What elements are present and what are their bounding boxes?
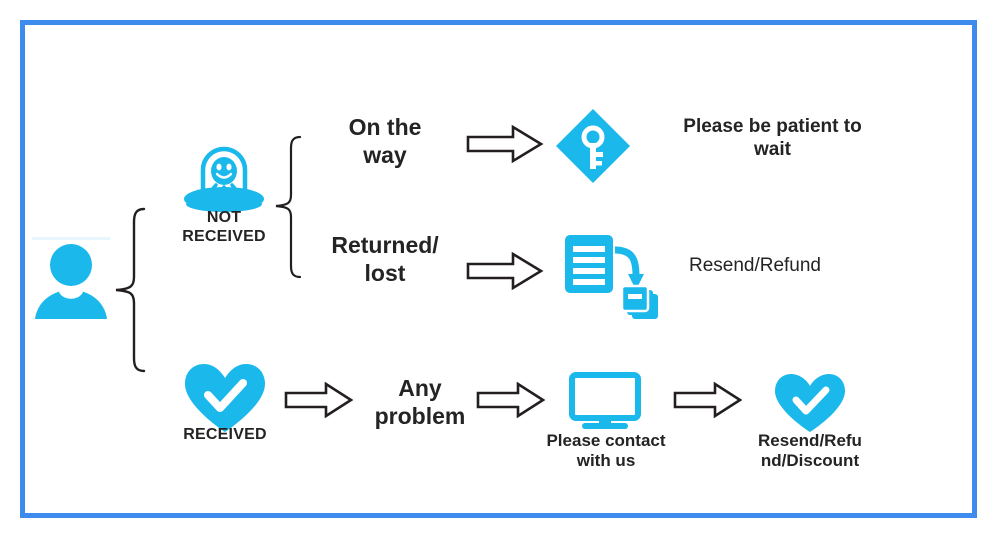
not-received-caption-line1: NOT [206, 209, 242, 226]
ufo-alien-icon [178, 140, 270, 216]
main-brace [112, 205, 148, 375]
resend-refund-line1: Resend/Refund [688, 255, 822, 276]
not-received-caption: NOT RECEIVED [164, 208, 284, 246]
monitor-icon [568, 372, 642, 432]
resend-refund-discount-label: Resend/Refu nd/Discount [722, 431, 898, 472]
on-the-way-line1: On the [348, 114, 422, 140]
arrow-right-icon-row2 [465, 251, 545, 291]
please-contact-label: Please contact with us [520, 431, 692, 472]
returned-lost-label: Returned/ lost [300, 232, 470, 287]
any-problem-label: Any problem [345, 375, 495, 430]
resend-refund-label: Resend/Refund [655, 255, 855, 278]
received-caption: RECEIVED [165, 425, 285, 444]
please-contact-line1: Please contact [546, 431, 666, 450]
returned-lost-line1: Returned/ [331, 232, 439, 258]
any-problem-line2: problem [374, 402, 466, 429]
any-problem-line1: Any [398, 375, 442, 401]
arrow-right-icon-row3-b [475, 381, 547, 419]
arrow-right-icon-row3-a [283, 381, 355, 419]
document-resend-icon [562, 232, 662, 322]
on-the-way-label: On the way [310, 114, 460, 169]
key-diamond-icon [553, 106, 633, 186]
please-be-patient-label: Please be patient to wait [640, 116, 905, 162]
arrow-right-icon-row3-c [672, 381, 744, 419]
heart-check-icon-result [772, 372, 848, 434]
on-the-way-line2: way [363, 141, 407, 168]
arrow-right-icon-row1 [465, 124, 545, 164]
user-avatar-icon [32, 235, 110, 319]
received-caption-line1: RECEIVED [183, 426, 267, 443]
resend-refund-discount-line2: nd/Discount [760, 451, 860, 471]
not-received-caption-line2: RECEIVED [182, 228, 266, 246]
please-be-patient-line2: wait [754, 138, 791, 160]
not-received-brace [272, 133, 304, 281]
resend-refund-discount-line1: Resend/Refu [758, 431, 862, 450]
please-contact-line2: with us [576, 451, 636, 471]
heart-check-icon-received [182, 362, 268, 434]
please-be-patient-line1: Please be patient to [683, 116, 862, 137]
returned-lost-line2: lost [364, 259, 406, 286]
